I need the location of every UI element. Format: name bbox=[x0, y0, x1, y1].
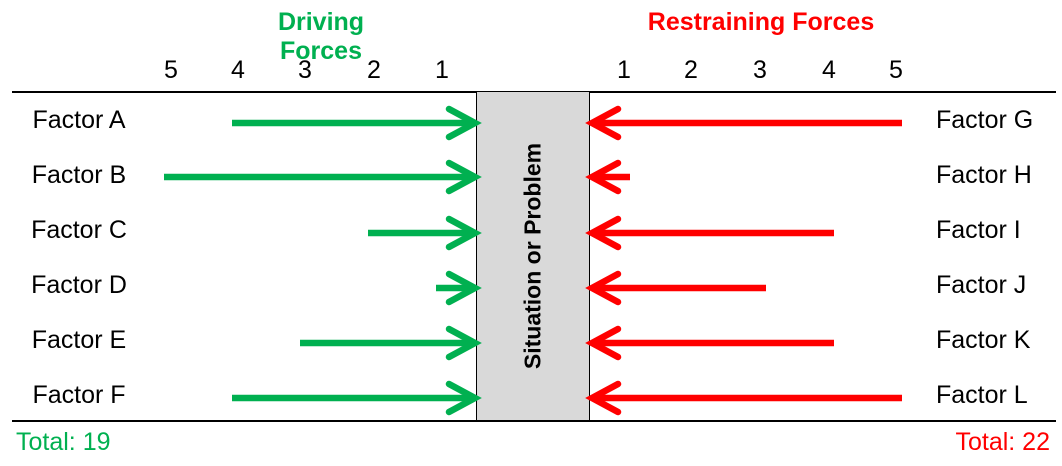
restraining-factor-label: Factor L bbox=[936, 381, 1028, 409]
tick-label: 3 bbox=[753, 56, 767, 84]
bottom-divider bbox=[12, 420, 1056, 422]
driving-arrow bbox=[164, 159, 482, 195]
driving-arrow bbox=[436, 270, 482, 306]
restraining-arrow bbox=[585, 380, 902, 416]
driving-factor-label: Factor C bbox=[31, 216, 127, 244]
tick-label: 5 bbox=[164, 56, 178, 84]
arrow-head bbox=[445, 380, 482, 416]
restraining-factor-label: Factor H bbox=[936, 161, 1032, 189]
tick-label: 1 bbox=[617, 56, 631, 84]
restraining-arrow bbox=[585, 270, 766, 306]
restraining-factor-label: Factor J bbox=[936, 271, 1027, 299]
arrow-head bbox=[445, 159, 482, 195]
arrow-head bbox=[445, 325, 482, 361]
driving-factor-label: Factor D bbox=[31, 271, 127, 299]
arrow-head bbox=[585, 215, 622, 251]
driving-total: Total: 19 bbox=[16, 428, 111, 456]
arrow-head bbox=[445, 270, 482, 306]
arrow-head bbox=[585, 159, 622, 195]
arrow-head bbox=[445, 215, 482, 251]
restraining-arrow bbox=[585, 325, 834, 361]
restraining-arrow bbox=[585, 215, 834, 251]
tick-label: 3 bbox=[298, 56, 312, 84]
tick-label: 4 bbox=[822, 56, 836, 84]
driving-arrow bbox=[368, 215, 482, 251]
tick-label: 1 bbox=[435, 56, 449, 84]
driving-arrow bbox=[232, 380, 482, 416]
driving-factor-label: Factor B bbox=[31, 161, 127, 189]
tick-label: 2 bbox=[684, 56, 698, 84]
driving-arrow bbox=[232, 105, 482, 141]
restraining-arrow bbox=[585, 105, 902, 141]
tick-label: 2 bbox=[367, 56, 381, 84]
restraining-forces-heading: Restraining Forces bbox=[647, 8, 875, 36]
arrow-head bbox=[585, 270, 622, 306]
situation-box: Situation or Problem bbox=[476, 92, 590, 420]
restraining-factor-label: Factor G bbox=[936, 106, 1034, 134]
restraining-factor-label: Factor I bbox=[936, 216, 1021, 244]
driving-forces-heading: Driving Forces bbox=[277, 8, 365, 65]
tick-label: 4 bbox=[231, 56, 245, 84]
driving-factor-label: Factor A bbox=[32, 106, 126, 134]
tick-label: 5 bbox=[889, 56, 903, 84]
arrow-head bbox=[585, 325, 622, 361]
driving-arrow bbox=[300, 325, 482, 361]
driving-factor-label: Factor E bbox=[31, 326, 127, 354]
arrow-head bbox=[445, 105, 482, 141]
driving-factor-label: Factor F bbox=[32, 381, 126, 409]
restraining-factor-label: Factor K bbox=[936, 326, 1031, 354]
restraining-arrow bbox=[585, 159, 630, 195]
arrow-head bbox=[585, 105, 622, 141]
restraining-total: Total: 22 bbox=[955, 428, 1050, 456]
arrow-head bbox=[585, 380, 622, 416]
